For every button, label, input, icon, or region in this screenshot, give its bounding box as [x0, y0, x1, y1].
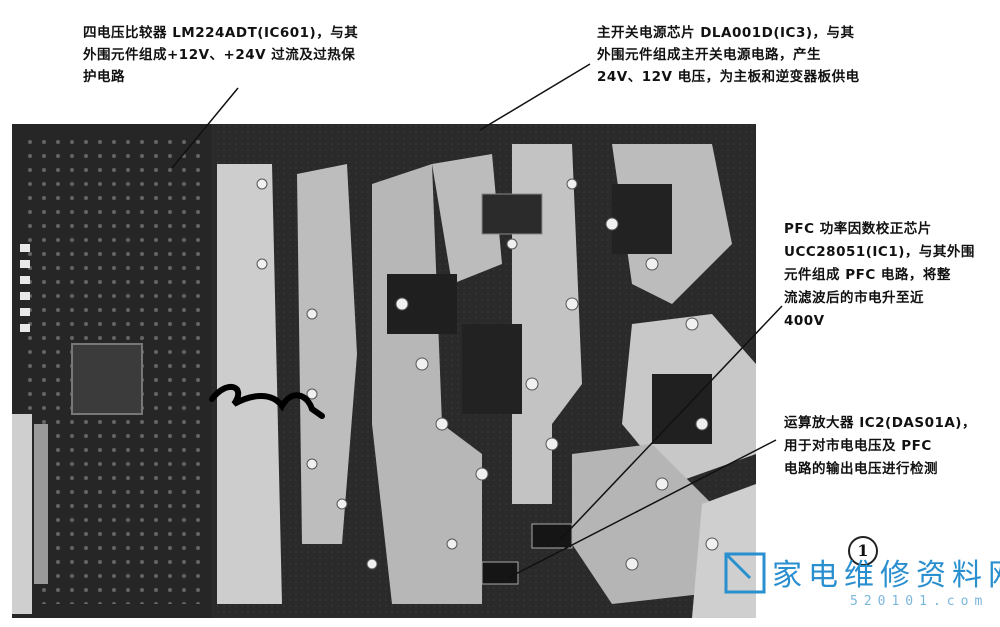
- annotation-line: 护电路: [83, 69, 125, 85]
- annotation-line: 400V: [784, 313, 825, 329]
- site-watermark: 家电维修资料网 520101.com: [720, 548, 1000, 618]
- watermark-logo-icon: [724, 552, 766, 594]
- annotation-line: PFC 功率因数校正芯片: [784, 221, 932, 237]
- annotation-opamp: 运算放大器 IC2(DAS01A)， 用于对市电电压及 PFC 电路的输出电压进…: [784, 412, 976, 481]
- annotation-line: 四电压比较器 LM224ADT(IC601)，与其: [83, 25, 359, 41]
- annotation-line: 运算放大器 IC2(DAS01A)，: [784, 415, 976, 431]
- annotation-line: 元件组成 PFC 电路，将整: [784, 267, 951, 283]
- watermark-title: 家电维修资料网: [772, 558, 1000, 593]
- annotation-pfc: PFC 功率因数校正芯片 UCC28051(IC1)，与其外围 元件组成 PFC…: [784, 218, 975, 333]
- annotation-line: 主开关电源芯片 DLA001D(IC3)，与其: [597, 25, 855, 41]
- annotation-line: 外围元件组成+12V、+24V 过流及过热保: [83, 47, 356, 63]
- annotation-line: UCC28051(IC1)，与其外围: [784, 244, 975, 260]
- annotation-line: 用于对市电电压及 PFC: [784, 438, 932, 454]
- leader-line-switch-power: [479, 63, 591, 131]
- annotation-line: 电路的输出电压进行检测: [784, 461, 938, 477]
- annotation-line: 24V、12V 电压，为主板和逆变器板供电: [597, 69, 860, 85]
- watermark-url: 520101.com: [850, 594, 989, 609]
- page-number: 1: [848, 536, 878, 566]
- pcb-photo: [12, 124, 756, 618]
- annotation-comparator: 四电压比较器 LM224ADT(IC601)，与其 外围元件组成+12V、+24…: [83, 22, 358, 88]
- annotation-switch-power: 主开关电源芯片 DLA001D(IC3)，与其 外围元件组成主开关电源电路，产生…: [597, 22, 860, 88]
- annotation-line: 流滤波后的市电升至近: [784, 290, 924, 306]
- annotation-line: 外围元件组成主开关电源电路，产生: [597, 47, 821, 63]
